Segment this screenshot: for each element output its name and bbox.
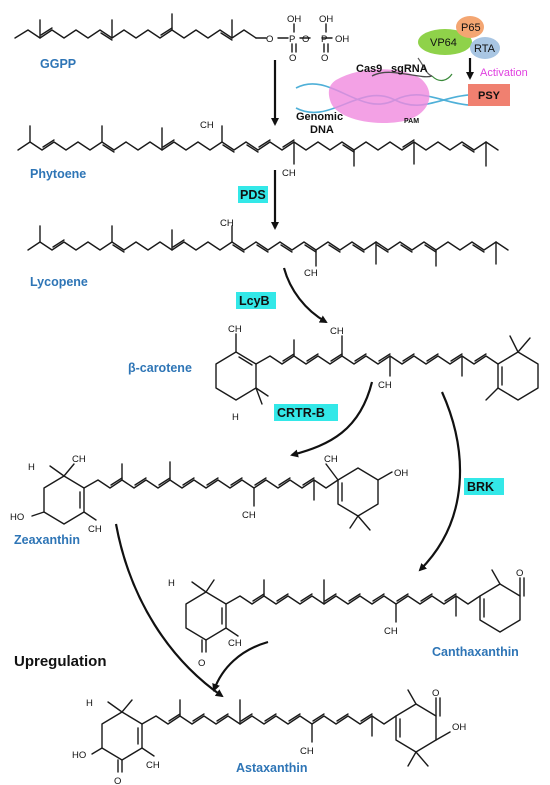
cth-ch3-2: CH: [384, 626, 398, 637]
ggpp-oh2: OH: [319, 14, 333, 25]
ggpp-oh1: OH: [287, 14, 301, 25]
crispr-activation-panel: VP64 P65 RTA Activation PSY Cas9 sgRNA G…: [295, 16, 528, 136]
zea-ch3-2: CH: [88, 524, 102, 535]
ggpp-structure: O P O P OH OH OH O O: [14, 13, 349, 64]
zea-ch3-1: CH: [72, 454, 86, 465]
label-upregulation: Upregulation: [14, 653, 107, 670]
label-activation: Activation: [480, 67, 528, 79]
zea-ch3-3: CH: [242, 510, 256, 521]
phytoene-ch3-bottom: CH: [282, 168, 296, 179]
label-pam: PAM: [404, 118, 419, 125]
bc-ch3-top: CH: [330, 326, 344, 337]
ast-ch3-2: CH: [300, 746, 314, 757]
label-astaxanthin: Astaxanthin: [236, 761, 308, 775]
ggpp-p1: P: [289, 34, 295, 45]
cth-h3c-1: H: [168, 578, 175, 589]
lycopene-ch3-bottom: CH: [304, 268, 318, 279]
label-rta: RTA: [474, 43, 496, 55]
ast-o-1: O: [114, 776, 121, 785]
ast-ch3-1: CH: [146, 760, 160, 771]
lycopene-ch3-top: CH: [220, 218, 234, 229]
label-beta-carotene: β-carotene: [128, 361, 192, 375]
label-pds: PDS: [240, 188, 266, 202]
rta-shape: [470, 37, 500, 59]
ast-ho: HO: [72, 750, 86, 761]
p65-shape: [456, 16, 484, 38]
label-cas9: Cas9: [356, 63, 382, 75]
crtrb-highlight: [274, 404, 338, 421]
label-canthaxanthin: Canthaxanthin: [432, 645, 519, 659]
label-zeaxanthin: Zeaxanthin: [14, 533, 80, 547]
brk-highlight: [464, 478, 504, 495]
label-dna: DNA: [310, 124, 334, 136]
label-crtrb: CRTR-B: [277, 406, 325, 420]
zea-ch3-4: CH: [324, 454, 338, 465]
zeaxanthin-structure: H CH HO CH CH OH CH: [10, 454, 408, 535]
zea-ho: HO: [10, 512, 24, 523]
label-sgrna: sgRNA: [391, 63, 428, 75]
lcyb-highlight: [236, 292, 276, 309]
arrow-betacarotene-canthaxanthin: [418, 391, 461, 572]
cth-o-1: O: [198, 658, 205, 669]
label-lycopene: Lycopene: [30, 275, 88, 289]
label-lcyb: LcyB: [239, 294, 270, 308]
arrow-lycopene-betacarotene: [282, 267, 328, 323]
label-psy: PSY: [478, 90, 501, 102]
cth-o-2: O: [516, 568, 523, 579]
cth-ch3-1: CH: [228, 638, 242, 649]
label-ggpp: GGPP: [40, 57, 76, 71]
vp64-shape: [418, 29, 472, 55]
ast-h3c-1: H: [86, 698, 93, 709]
ast-oh: OH: [452, 722, 466, 733]
label-vp64: VP64: [430, 37, 457, 49]
label-brk: BRK: [467, 480, 494, 494]
bc-h3c-top: CH: [228, 324, 242, 335]
ast-o-2: O: [432, 688, 439, 699]
ggpp-o2: O: [302, 34, 309, 45]
psy-gene-box: [468, 84, 510, 106]
arrow-canthaxanthin-astaxanthin: [212, 640, 269, 692]
cas9-protein-shape: [328, 69, 430, 124]
bc-ch3-bottom: CH: [378, 380, 392, 391]
pds-highlight: [238, 186, 268, 203]
lycopene-structure: CH CH: [27, 218, 509, 279]
zea-oh: OH: [394, 468, 408, 479]
arrow-zeaxanthin-astaxanthin: [114, 523, 224, 698]
ggpp-oh3: OH: [335, 34, 349, 45]
phytoene-ch3-top: CH: [200, 120, 214, 131]
canthaxanthin-structure: H O CH CH O: [168, 568, 525, 669]
label-genomic: Genomic: [296, 111, 343, 123]
ggpp-o3: O: [289, 53, 296, 64]
astaxanthin-structure: H HO O CH CH O OH: [72, 688, 466, 785]
ggpp-p2: P: [321, 34, 327, 45]
zea-h3c-1: H: [28, 462, 35, 473]
arrow-betacarotene-zeaxanthin: [290, 381, 374, 458]
label-phytoene: Phytoene: [30, 167, 86, 181]
ggpp-o4: O: [321, 53, 328, 64]
phytoene-structure: CH CH: [17, 120, 499, 179]
bc-h3c-bottom: H: [232, 412, 239, 423]
beta-carotene-structure: CH CH CH H: [215, 324, 539, 423]
ggpp-o1: O: [266, 34, 273, 45]
label-p65: P65: [461, 22, 481, 34]
